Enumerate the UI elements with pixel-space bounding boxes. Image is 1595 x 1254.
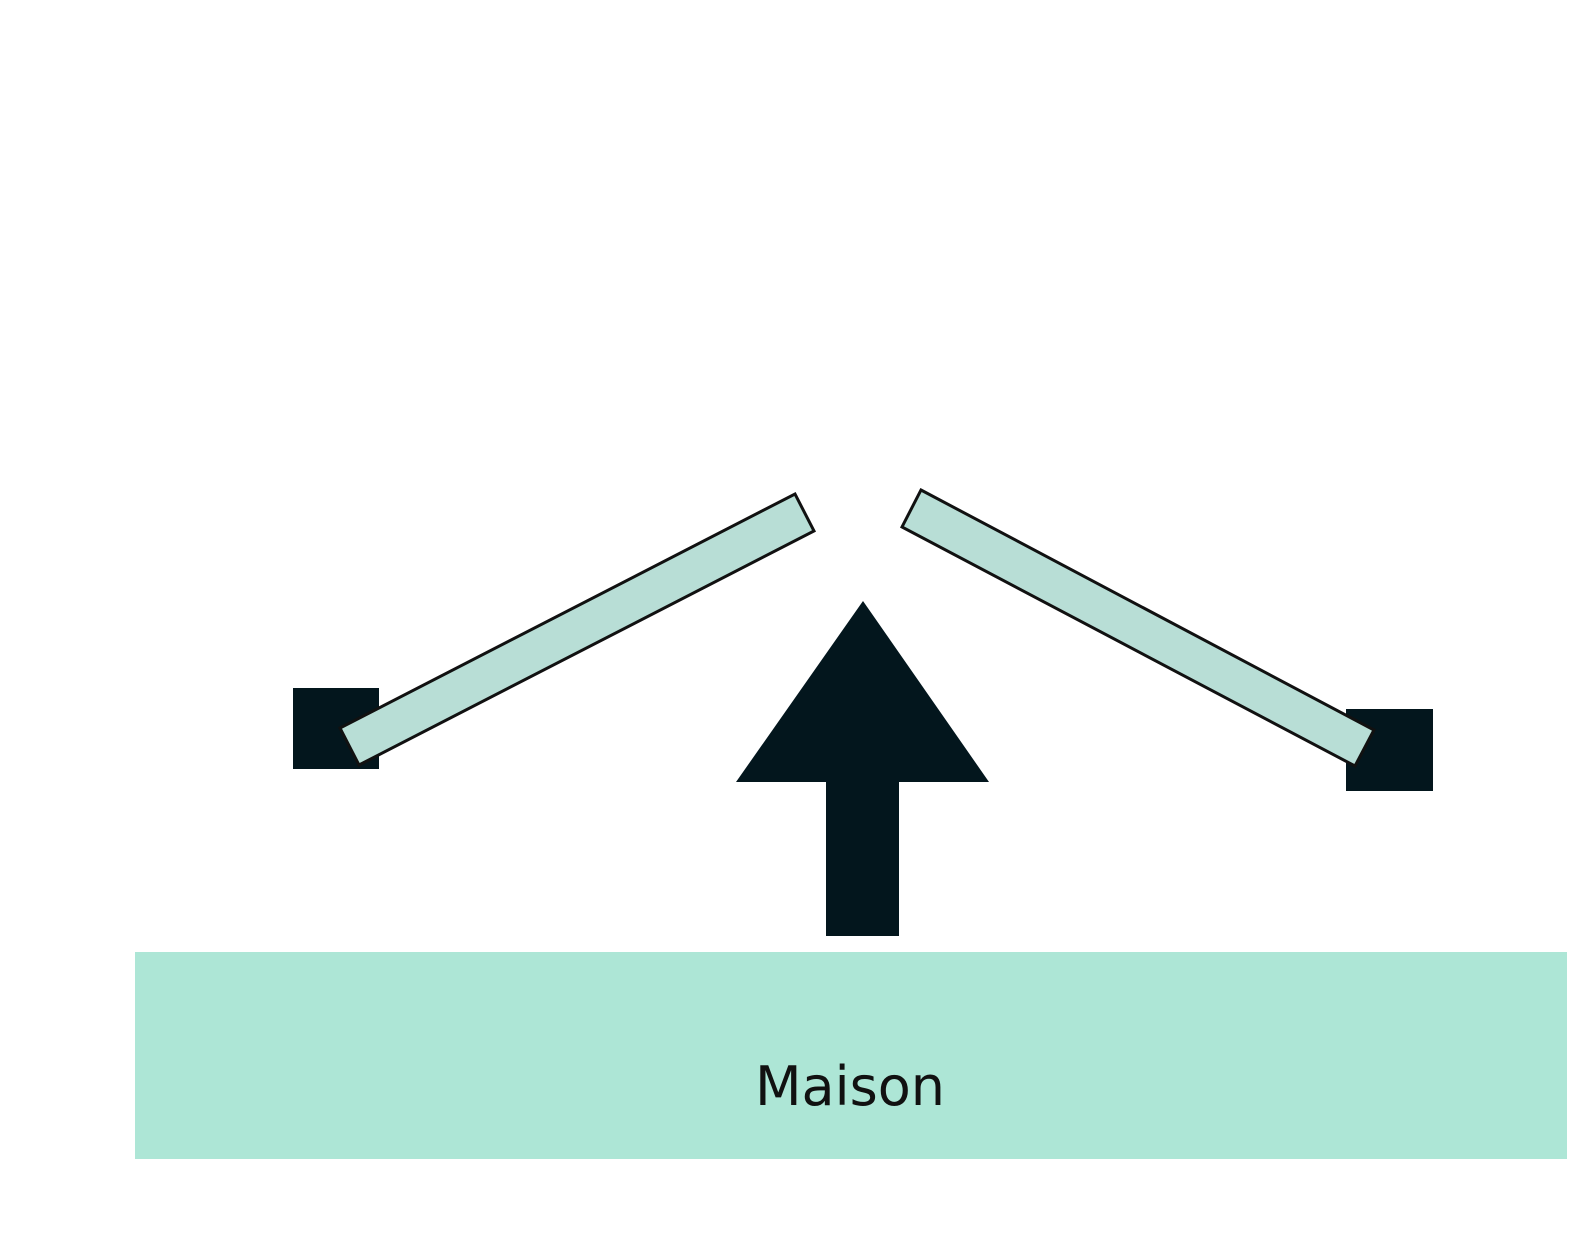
arrow-up-icon xyxy=(736,601,989,936)
house-block xyxy=(135,952,1567,1159)
right-roof-panel xyxy=(899,487,1377,769)
house-label: Maison xyxy=(755,1055,945,1118)
left-roof-panel xyxy=(337,491,817,768)
